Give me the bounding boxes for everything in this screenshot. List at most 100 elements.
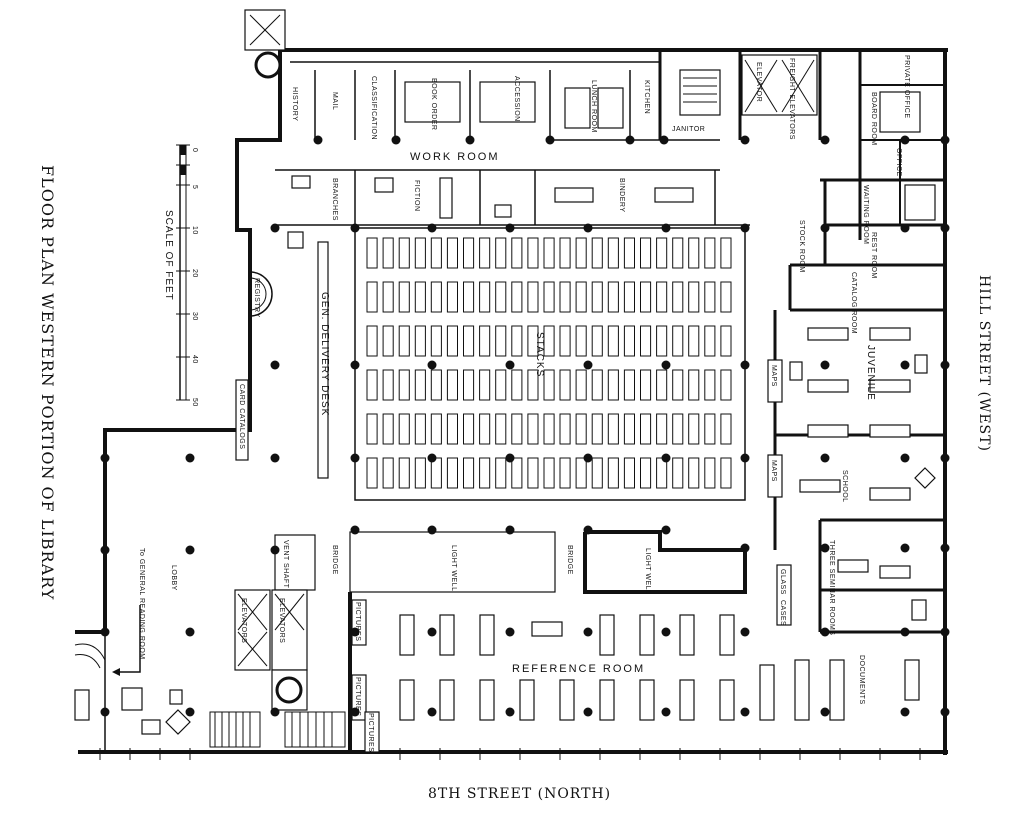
stack-shelf — [543, 237, 555, 269]
stack-shelf — [527, 369, 539, 401]
stack-shelf — [527, 281, 539, 313]
stack-shelf — [527, 325, 539, 357]
column — [185, 453, 195, 463]
stack-shelf — [366, 413, 378, 445]
stack-shelf — [623, 413, 636, 445]
stack-shelf — [366, 457, 378, 489]
column — [900, 707, 910, 717]
column — [583, 223, 593, 233]
column — [100, 453, 110, 463]
stack-shelf — [640, 325, 652, 357]
column — [900, 360, 910, 370]
stack-shelf — [720, 413, 732, 445]
stack-shelf — [672, 325, 684, 357]
label-maps-2: MAPS — [770, 460, 777, 482]
columns — [100, 135, 950, 717]
column — [583, 627, 593, 637]
stack-shelf — [704, 369, 716, 401]
stack-shelf — [559, 457, 571, 489]
stack-shelf — [623, 325, 636, 357]
column — [100, 627, 110, 637]
label-pictures-3: PICTURES — [367, 713, 374, 752]
stack-shelf — [495, 237, 507, 269]
column — [820, 223, 830, 233]
column — [661, 223, 671, 233]
stack-shelf — [479, 457, 491, 489]
label-card-catalogs: CARD CATALOGS — [238, 384, 245, 449]
stacks-area — [354, 227, 746, 501]
scale-bar: 0 5 10 20 30 40 50 SCALE OF FEET — [163, 144, 198, 407]
stack-shelf — [398, 325, 410, 357]
stack-shelf — [623, 369, 636, 401]
stack-shelf — [607, 281, 619, 313]
stack-shelf — [430, 369, 442, 401]
stack-shelf — [640, 413, 652, 445]
stack-shelf — [511, 457, 523, 489]
stack-shelf — [382, 413, 394, 445]
label-pictures-1: PICTURES — [354, 602, 361, 641]
column — [900, 627, 910, 637]
stack-shelf — [688, 457, 700, 489]
column — [583, 707, 593, 717]
column — [100, 545, 110, 555]
stack-shelf — [559, 369, 571, 401]
stack-shelf — [511, 413, 523, 445]
stack-shelf — [543, 369, 555, 401]
stack-shelf — [398, 237, 410, 269]
label-stacks: STACKS — [534, 332, 545, 377]
column — [427, 525, 437, 535]
stack-shelf — [623, 281, 636, 313]
label-lunch-room: LUNCH ROOM — [590, 80, 597, 133]
label-bridge-2: BRIDGE — [566, 545, 573, 575]
stack-shelf — [543, 457, 555, 489]
stack-shelf — [398, 281, 410, 313]
stack-shelf — [688, 413, 700, 445]
lower-structures — [74, 241, 792, 753]
stack-shelf — [575, 457, 587, 489]
label-documents: DOCUMENTS — [858, 655, 865, 705]
label-maps-1: MAPS — [770, 365, 777, 387]
stack-shelf — [414, 369, 426, 401]
column — [270, 360, 280, 370]
stack-shelf — [656, 325, 668, 357]
label-stock-room: STOCK ROOM — [798, 220, 805, 273]
label-fiction: FICTION — [413, 180, 420, 212]
stack-shelf — [414, 457, 426, 489]
stack-shelf — [446, 457, 458, 489]
label-waiting-room: WAITING ROOM — [862, 185, 869, 244]
column — [505, 627, 515, 637]
column — [350, 360, 360, 370]
column — [820, 135, 830, 145]
stack-shelf — [382, 281, 394, 313]
label-juvenile: JUVENILE — [865, 345, 876, 401]
label-to-general-reading-room: To GENERAL READING ROOM — [138, 548, 145, 660]
stack-shelf — [463, 237, 475, 269]
column — [625, 135, 635, 145]
column — [740, 627, 750, 637]
label-gen-delivery-desk: GEN. DELIVERY DESK — [319, 292, 330, 416]
scale-tick-30: 30 — [191, 312, 198, 321]
label-light-well-2: LIGHT WELL — [644, 548, 651, 595]
column — [427, 360, 437, 370]
label-freight-elevators: FREIGHT ELEVATORS — [788, 58, 795, 140]
stack-shelf — [672, 413, 684, 445]
label-vent-shaft: VENT SHAFT — [282, 540, 289, 589]
column — [740, 543, 750, 553]
column — [350, 223, 360, 233]
column — [900, 453, 910, 463]
column — [313, 135, 323, 145]
stack-shelf — [704, 237, 716, 269]
stack-shelf — [640, 281, 652, 313]
stack-shelf — [527, 237, 539, 269]
stack-shelf — [623, 457, 636, 489]
stack-shelf — [463, 325, 475, 357]
stack-shelf — [366, 369, 378, 401]
stack-shelf — [366, 281, 378, 313]
label-history: HISTORY — [291, 87, 298, 121]
stack-shelf — [559, 413, 571, 445]
stack-shelf — [511, 281, 523, 313]
column — [391, 135, 401, 145]
stack-shelf — [575, 237, 587, 269]
stack-shelf — [446, 369, 458, 401]
column — [820, 543, 830, 553]
